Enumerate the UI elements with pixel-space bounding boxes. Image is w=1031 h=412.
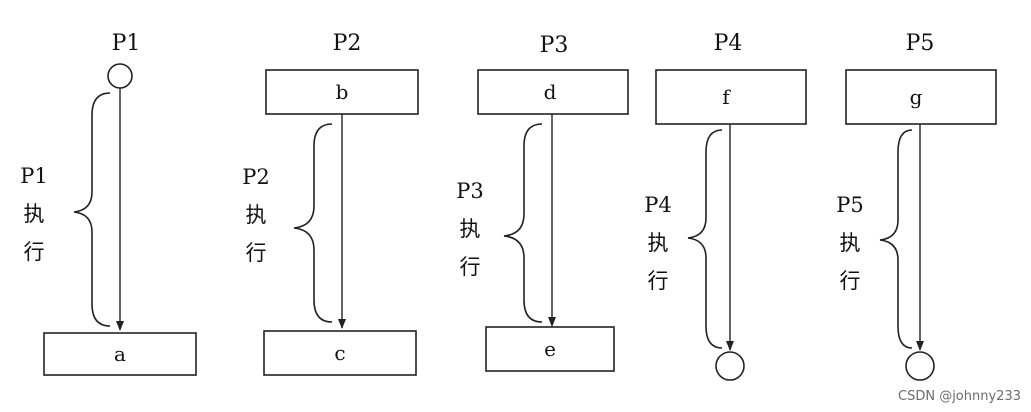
process-p4-exec-label-line2: 执	[648, 231, 669, 255]
process-p5-exec-label-line1: P5	[836, 193, 864, 217]
process-p5-exec-label-line2: 执	[840, 231, 861, 255]
process-p4-exec-label-line3: 行	[648, 269, 669, 293]
process-p2-target-label: c	[334, 341, 345, 365]
process-p1: P1 P1 执 行 a	[20, 31, 197, 376]
process-p2-source-box	[265, 69, 419, 115]
process-p4-brace	[687, 129, 723, 349]
process-p5-source-label: g	[910, 85, 923, 109]
process-p2-exec-label-line3: 行	[246, 241, 267, 265]
process-p5-target-circle	[905, 351, 935, 381]
process-p1-brace	[73, 92, 111, 327]
process-p2-exec-label-line2: 执	[246, 203, 267, 227]
process-p1-target-box	[43, 332, 197, 376]
process-p4-target-circle	[715, 351, 745, 381]
process-p3-exec-label-line3: 行	[460, 255, 481, 279]
process-p4-title: P4	[714, 31, 743, 56]
process-p2-title: P2	[333, 31, 362, 56]
process-p1-exec-label-line3: 行	[24, 240, 45, 264]
process-p2-source-label: b	[336, 80, 349, 104]
process-p3-exec-label-line2: 执	[460, 217, 481, 241]
process-p1-target-label: a	[114, 342, 126, 366]
watermark: CSDN @johnny233	[898, 389, 1021, 404]
process-p5: P5 g P5 执 行	[836, 31, 997, 381]
process-p3-brace	[503, 123, 543, 323]
process-p3-source-label: d	[544, 80, 557, 104]
process-p4: P4 f P4 执 行	[644, 31, 807, 381]
process-p1-source-circle	[107, 63, 133, 89]
process-p1-title: P1	[112, 31, 141, 56]
process-p2-target-box	[263, 330, 417, 376]
process-p4-source-box	[655, 69, 807, 125]
process-p5-brace	[879, 129, 913, 349]
process-p3-exec-label-line1: P3	[456, 179, 484, 203]
process-p5-exec-label-line3: 行	[840, 269, 861, 293]
process-p5-title: P5	[906, 31, 935, 56]
process-p2: P2 b P2 执 行 c	[242, 31, 419, 376]
process-p3: P3 d P3 执 行 e	[456, 33, 629, 372]
process-p3-target-box	[485, 326, 615, 372]
process-p3-target-label: e	[544, 337, 556, 361]
process-p5-source-box	[845, 69, 997, 125]
process-p2-brace	[293, 123, 333, 323]
process-p1-exec-label-line1: P1	[20, 164, 48, 188]
process-p4-source-label: f	[722, 85, 731, 109]
process-p4-exec-label-line1: P4	[644, 193, 672, 217]
process-p3-source-box	[477, 69, 629, 115]
process-p1-exec-label-line2: 执	[24, 202, 45, 226]
process-p3-title: P3	[540, 33, 569, 58]
process-p2-exec-label-line1: P2	[242, 165, 270, 189]
